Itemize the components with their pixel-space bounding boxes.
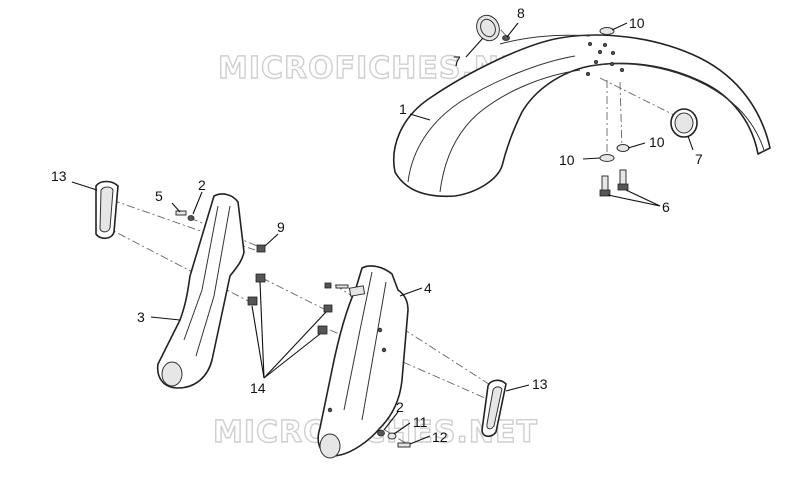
callout-5: 5 <box>155 188 163 204</box>
grommet-ring-part <box>670 108 698 138</box>
callout-7-right: 7 <box>695 151 703 167</box>
callout-12: 12 <box>432 429 448 445</box>
reflector-left-part <box>95 180 119 240</box>
callout-7-top: 7 <box>453 53 461 69</box>
callout-3: 3 <box>137 309 145 325</box>
front-mudguard-part <box>393 34 771 198</box>
callout-1: 1 <box>399 101 407 117</box>
callout-10-top: 10 <box>629 15 645 31</box>
callout-13-left: 13 <box>51 168 67 184</box>
fork-guard-left-part <box>156 193 245 389</box>
grommet-plug-part <box>476 14 500 42</box>
leader-lines <box>71 22 694 445</box>
callout-14: 14 <box>250 380 266 396</box>
callout-13-right: 13 <box>532 376 548 392</box>
callout-labels: 1 2 2 3 4 5 6 7 7 8 9 10 10 10 11 12 13 … <box>51 5 703 445</box>
fork-guard-right-part <box>317 265 409 459</box>
callout-6: 6 <box>662 199 670 215</box>
washer-parts <box>502 27 630 162</box>
reflector-right-part <box>481 379 507 438</box>
callout-2-left: 2 <box>198 177 206 193</box>
callout-10-left: 10 <box>559 152 575 168</box>
callout-11: 11 <box>413 414 428 430</box>
callout-4: 4 <box>424 280 432 296</box>
callout-9: 9 <box>277 219 285 235</box>
screw-parts <box>599 169 629 197</box>
callout-10-right: 10 <box>649 134 665 150</box>
callout-2-right: 2 <box>396 399 404 415</box>
callout-8: 8 <box>517 5 525 21</box>
fastener-parts <box>175 210 411 448</box>
